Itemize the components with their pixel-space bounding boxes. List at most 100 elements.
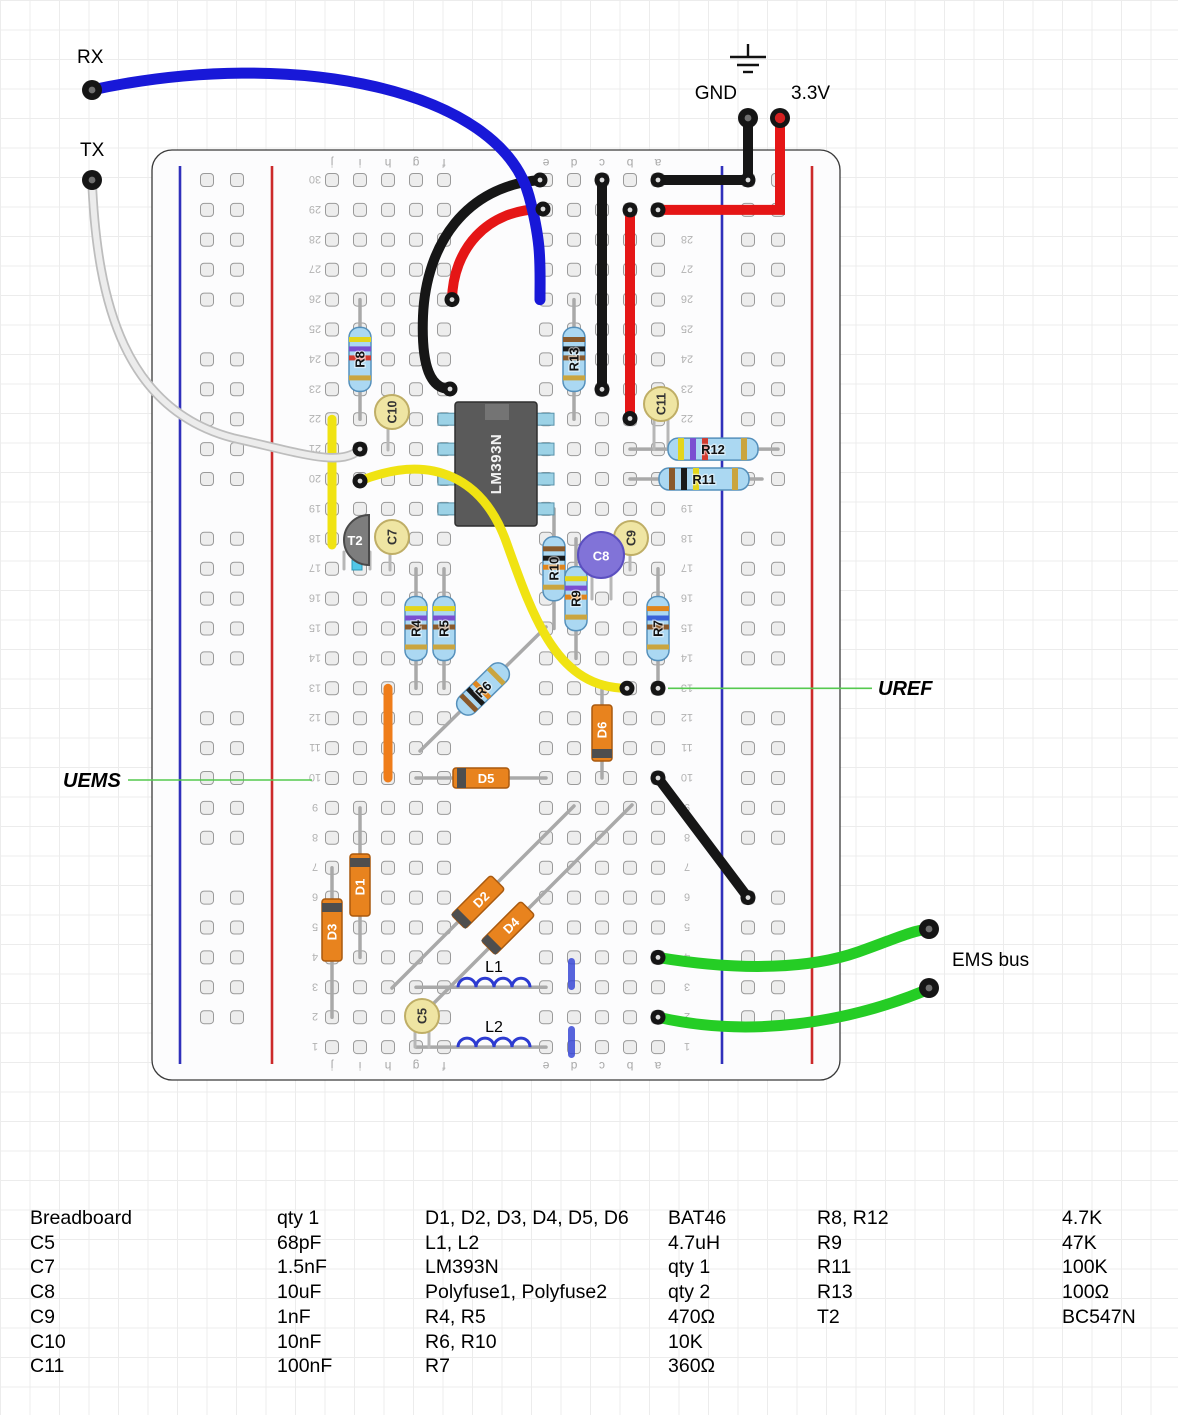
breadboard-hole <box>381 322 395 337</box>
breadboard-hole <box>437 890 451 905</box>
annotations: RX TX GND 3.3V EMS bus UREF UEMS <box>63 44 1029 971</box>
breadboard-hole <box>567 1010 581 1025</box>
row-number: 19 <box>309 502 321 514</box>
breadboard-hole <box>771 800 785 815</box>
row-number: 12 <box>309 711 321 723</box>
breadboard-hole <box>539 322 553 337</box>
breadboard-hole <box>437 322 451 337</box>
uref-label: UREF <box>878 678 933 700</box>
breadboard-hole <box>409 860 423 875</box>
breadboard-hole <box>539 382 553 397</box>
breadboard-hole <box>325 591 339 606</box>
breadboard-hole <box>353 711 367 726</box>
breadboard-hole <box>409 501 423 516</box>
gnd-pin <box>738 108 758 128</box>
wire-green-ems1 <box>652 923 935 972</box>
breadboard-hole <box>567 531 581 546</box>
row-number: 17 <box>681 562 693 574</box>
t2-body <box>343 513 370 567</box>
breadboard-hole <box>437 202 451 217</box>
breadboard-hole <box>381 202 395 217</box>
row-number: 14 <box>681 651 693 663</box>
polyfuse2 <box>568 1026 575 1058</box>
breadboard-hole <box>567 501 581 516</box>
breadboard-hole <box>741 830 755 845</box>
breadboard-hole <box>771 830 785 845</box>
breadboard-hole <box>200 1010 214 1025</box>
breadboard-hole <box>539 741 553 756</box>
breadboard-hole <box>409 531 423 546</box>
resistor-r6: R6 <box>455 662 511 716</box>
rx-pin <box>82 80 102 100</box>
column-letter: b <box>626 1059 633 1073</box>
row-number: 16 <box>681 592 693 604</box>
breadboard-hole <box>230 173 244 187</box>
breadboard-hole <box>353 681 367 696</box>
breadboard-hole <box>353 980 367 995</box>
breadboard-hole <box>325 741 339 756</box>
breadboard-hole <box>437 173 451 187</box>
breadboard-hole <box>409 472 423 486</box>
column-letter: j <box>331 1059 335 1073</box>
breadboard-hole <box>539 800 553 815</box>
t2-label: T2 <box>347 533 362 548</box>
row-number: 27 <box>681 263 693 275</box>
breadboard-hole <box>437 352 451 367</box>
breadboard-hole <box>409 830 423 845</box>
parts-cell: 100Ω <box>1062 1281 1110 1304</box>
breadboard-hole <box>771 561 785 576</box>
parts-cell: BC547N <box>1062 1305 1136 1328</box>
breadboard-hole <box>595 860 609 875</box>
row-number: 1 <box>684 1040 690 1052</box>
breadboard-hole <box>567 232 581 247</box>
parts-cell: 360Ω <box>668 1355 716 1378</box>
row-number: 14 <box>309 651 321 663</box>
breadboard-hole <box>567 771 581 785</box>
transistor-t2: T2 <box>343 513 370 571</box>
breadboard-hole <box>230 920 244 935</box>
breadboard-hole <box>595 442 609 457</box>
wire-black-diagonal <box>653 773 753 903</box>
wire-white-tx <box>89 177 362 461</box>
breadboard-hole <box>595 800 609 815</box>
breadboard-hole <box>539 352 553 367</box>
breadboard-hole <box>325 830 339 845</box>
column-letter: c <box>599 1059 605 1073</box>
breadboard-hole <box>353 1010 367 1025</box>
breadboard-hole <box>437 830 451 845</box>
breadboard-hole <box>623 741 637 756</box>
breadboard-hole <box>353 771 367 785</box>
parts-cell: 10uF <box>277 1281 322 1304</box>
breadboard-hole <box>230 292 244 307</box>
breadboard-hole <box>651 711 665 726</box>
breadboard-hole <box>230 771 244 785</box>
resistor-r4: R4 <box>404 595 428 662</box>
breadboard-hole <box>230 202 244 217</box>
row-number: 28 <box>309 233 321 245</box>
row-number: 18 <box>681 532 693 544</box>
breadboard-hole <box>771 352 785 367</box>
breadboard-hole <box>595 472 609 486</box>
breadboard-hole <box>325 352 339 367</box>
breadboard-hole <box>595 412 609 427</box>
components: LM393N R8 R13 R10 R9 <box>321 326 759 1058</box>
breadboard-hole <box>623 711 637 726</box>
breadboard-hole <box>771 621 785 636</box>
diode-d4: D4 <box>481 901 535 955</box>
breadboard-hole <box>230 561 244 576</box>
breadboard-hole <box>741 262 755 277</box>
breadboard-hole <box>567 741 581 756</box>
breadboard-hole <box>771 292 785 307</box>
breadboard-hole <box>200 262 214 277</box>
column-letter: i <box>359 1059 362 1073</box>
capacitor-c7: C7 <box>374 519 410 555</box>
breadboard-hole <box>741 561 755 576</box>
d5-label: D5 <box>478 771 495 786</box>
c9-label: C9 <box>625 530 639 546</box>
parts-cell: Polyfuse1, Polyfuse2 <box>425 1281 608 1304</box>
breadboard-hole <box>651 860 665 875</box>
v33-label: 3.3V <box>791 83 830 104</box>
row-number: 24 <box>681 352 693 364</box>
breadboard-hole <box>409 262 423 277</box>
